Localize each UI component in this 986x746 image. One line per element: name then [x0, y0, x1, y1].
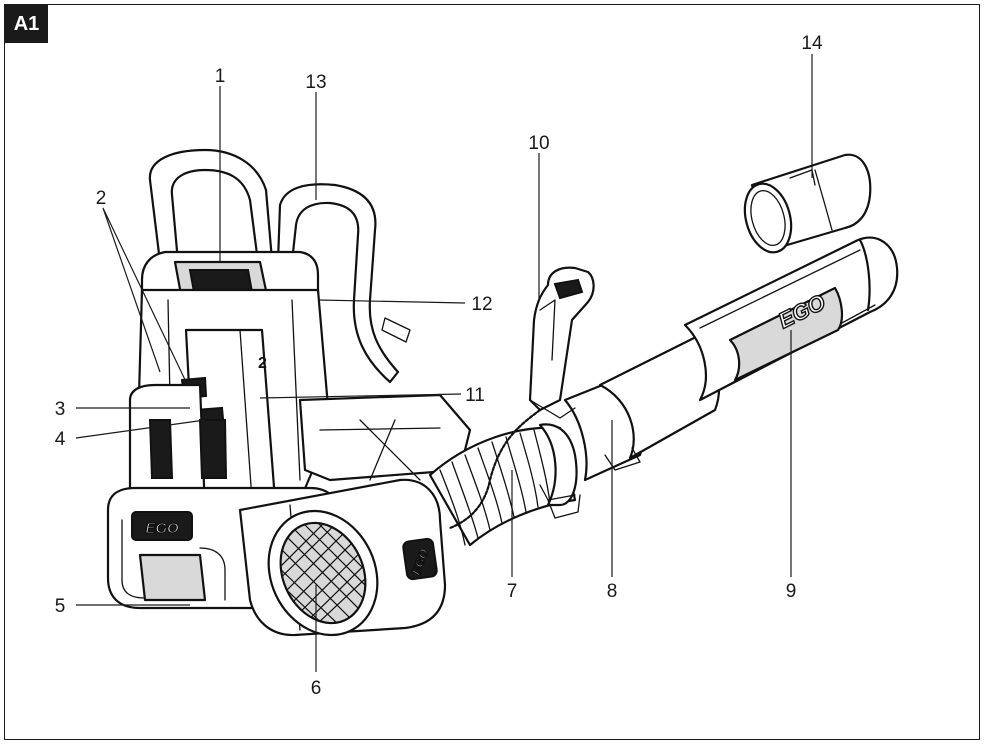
leader-lines	[75, 54, 813, 672]
figure-frame	[4, 4, 980, 740]
flex-hose	[428, 423, 581, 547]
callout-4: 4	[55, 429, 66, 450]
leader-4	[75, 419, 206, 439]
callout-12: 12	[471, 294, 492, 315]
callout-11: 11	[465, 385, 485, 406]
base-logo: EGO	[145, 520, 179, 537]
callout-3: 3	[55, 399, 66, 420]
callout-13: 13	[305, 72, 326, 93]
figure-tag: A1	[5, 5, 48, 43]
callout-10: 10	[528, 133, 549, 154]
leader-12	[317, 299, 466, 304]
callout-2: 2	[96, 188, 107, 209]
callout-5: 5	[55, 596, 66, 617]
blower-housing: EGO	[238, 478, 447, 638]
callout-1: 1	[215, 66, 226, 87]
callout-14: 14	[801, 33, 823, 54]
control-handle	[528, 266, 595, 419]
callout-9: 9	[786, 581, 797, 602]
control-cable	[448, 408, 542, 530]
leader-11	[259, 393, 462, 399]
callout-6: 6	[311, 678, 322, 699]
battery-marking: 2	[258, 355, 267, 372]
blower-tube: EGO	[539, 236, 899, 501]
callout-7: 7	[507, 581, 518, 602]
backpack-frame: 2 EGO	[106, 148, 472, 610]
leader-2	[102, 207, 189, 387]
callout-8: 8	[607, 581, 618, 602]
callout-labels: 1 2 3 4 5 6 7 8 9 10 11 12 13 14	[55, 33, 823, 699]
nozzle-tip	[743, 153, 872, 254]
